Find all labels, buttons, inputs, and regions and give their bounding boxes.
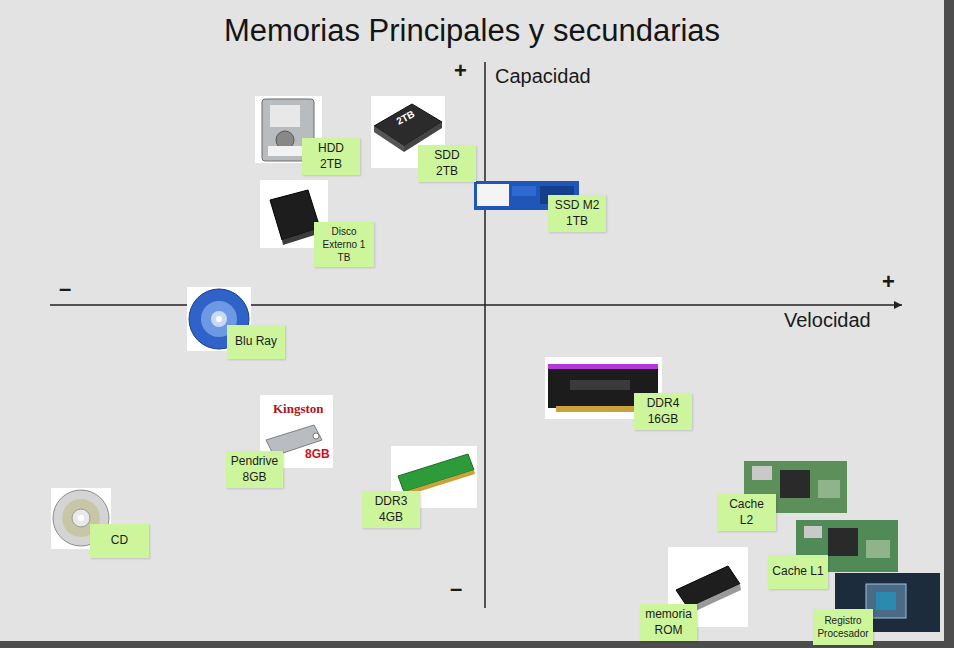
capacity-axis <box>484 62 486 608</box>
sticky-label: SDD 2TB <box>418 145 476 182</box>
sticky-label: SSD M2 1TB <box>548 195 606 232</box>
sticky-label: Pendrive 8GB <box>226 451 283 488</box>
label-text: Registro Procesador <box>817 614 869 640</box>
brand-logo: Kingston <box>273 402 324 415</box>
sticky-label: Blu Ray <box>227 325 285 359</box>
label-text: DDR4 16GB <box>638 396 688 427</box>
label-text: Pendrive 8GB <box>230 454 279 485</box>
sticky-label: DDR4 16GB <box>634 393 692 430</box>
slide-title: Memorias Principales y secundarias <box>0 13 944 49</box>
axis-title: Capacidad <box>495 66 591 86</box>
speed-axis <box>50 304 902 306</box>
sticky-label: CD <box>90 524 149 558</box>
label-text: SSD M2 1TB <box>552 198 602 229</box>
product-print: 2TB <box>395 109 416 127</box>
label-text: Blu Ray <box>235 334 277 350</box>
axis-plus: + <box>454 60 467 82</box>
axis-title: Velocidad <box>784 310 871 330</box>
label-text: Cache L2 <box>721 497 772 528</box>
axis-arrow <box>894 301 902 309</box>
label-text: Disco Externo 1 TB <box>318 225 370 264</box>
label-text: HDD 2TB <box>306 141 356 172</box>
sticky-label: DDR3 4GB <box>362 491 420 528</box>
product-print: 8GB <box>305 448 330 460</box>
label-text: DDR3 4GB <box>366 494 416 525</box>
axis-minus: – <box>450 578 462 600</box>
sticky-label: Registro Procesador <box>813 609 873 645</box>
sticky-label: HDD 2TB <box>302 138 360 175</box>
sticky-label: Disco Externo 1 TB <box>314 222 374 267</box>
label-text: Cache L1 <box>772 564 823 580</box>
sticky-label: Cache L2 <box>717 494 776 531</box>
axis-minus: – <box>59 278 71 300</box>
label-text: memoria ROM <box>644 607 693 638</box>
sticky-label: Cache L1 <box>768 555 828 589</box>
sticky-label: memoria ROM <box>640 604 697 641</box>
label-text: CD <box>111 533 128 549</box>
label-text: SDD 2TB <box>422 148 472 179</box>
axis-plus: + <box>882 271 895 293</box>
